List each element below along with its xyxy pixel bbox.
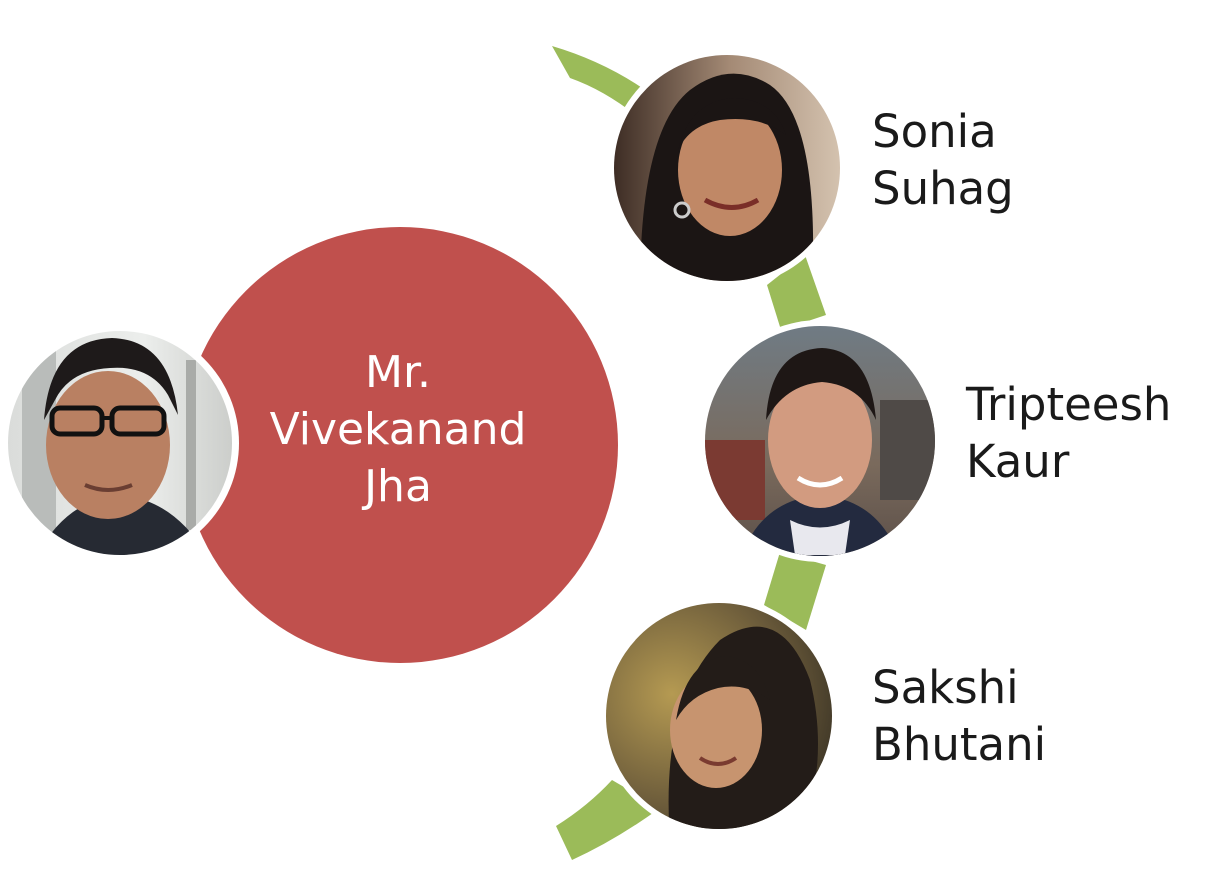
leader-name-line-2: Vivekanand bbox=[269, 404, 527, 455]
leader-photo bbox=[1, 324, 239, 562]
member-name-sonia: Sonia Suhag bbox=[872, 103, 1014, 217]
member-name-line-1: Sakshi bbox=[872, 661, 1019, 714]
member-name-tripteesh: Tripteesh Kaur bbox=[966, 376, 1171, 490]
leader-name: Mr. Vivekanand Jha bbox=[246, 344, 550, 515]
connector-arc-tripteesh-sakshi bbox=[764, 552, 826, 630]
member-name-line-2: Kaur bbox=[966, 435, 1070, 488]
member-photo-sakshi bbox=[600, 597, 838, 835]
member-name-line-2: Bhutani bbox=[872, 718, 1047, 771]
member-name-line-1: Sonia bbox=[872, 105, 997, 158]
connector-arc-sonia-tripteesh bbox=[767, 255, 826, 330]
member-photo-tripteesh bbox=[699, 320, 941, 562]
leader-name-line-3: Jha bbox=[364, 461, 432, 512]
member-name-line-2: Suhag bbox=[872, 162, 1014, 215]
leader-circle bbox=[182, 227, 618, 663]
leader-name-line-1: Mr. bbox=[365, 347, 431, 398]
member-photo-sonia bbox=[608, 49, 846, 287]
connector-arc-bottom bbox=[556, 780, 660, 860]
member-name-sakshi: Sakshi Bhutani bbox=[872, 659, 1046, 773]
member-name-line-1: Tripteesh bbox=[966, 378, 1172, 431]
